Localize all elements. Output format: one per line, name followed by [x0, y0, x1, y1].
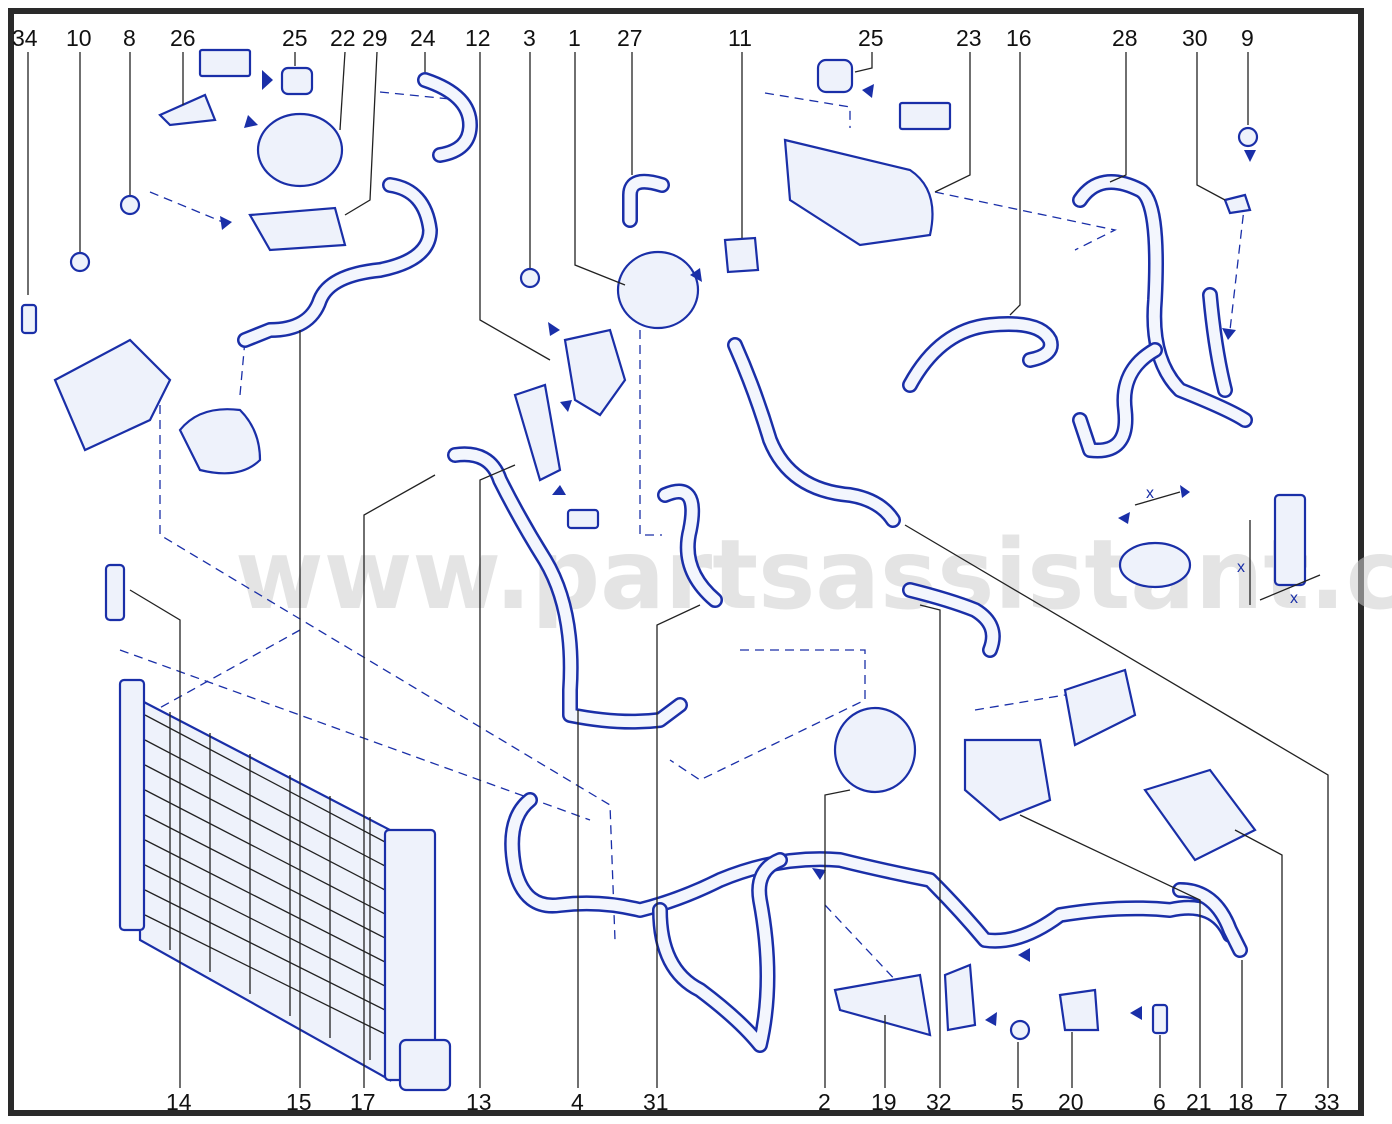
bracket-21 [963, 738, 1052, 822]
callouts-top: 34 10 8 26 25 22 29 24 12 3 1 27 11 25 2… [12, 25, 1254, 51]
cap-25-right [816, 58, 854, 94]
nut-10 [69, 251, 91, 273]
callout-11: 11 [728, 25, 752, 51]
callout-1: 1 [568, 25, 581, 51]
svg-text:x: x [1146, 485, 1154, 502]
callout-29: 29 [362, 25, 388, 51]
callout-2: 2 [818, 1089, 831, 1115]
callout-16: 16 [1006, 25, 1032, 51]
expansion-tank-22 [256, 112, 344, 188]
bracket-29 [248, 206, 347, 252]
callouts-bottom: 14 15 17 13 4 31 2 19 32 5 20 6 21 18 7 … [166, 1089, 1340, 1115]
callout-9: 9 [1241, 25, 1254, 51]
radiator-fins [144, 712, 386, 1060]
arrows [220, 70, 1256, 1026]
callout-25-right: 25 [858, 25, 884, 51]
hose-27 [622, 173, 670, 228]
seal-ring-left [198, 48, 252, 78]
callout-34: 34 [12, 25, 38, 51]
valve-21 [1063, 668, 1137, 747]
callout-13: 13 [466, 1089, 492, 1115]
callout-31: 31 [643, 1089, 669, 1115]
callout-30: 30 [1182, 25, 1208, 51]
parts [20, 48, 1307, 1041]
bracket-32 [943, 963, 977, 1032]
callout-15: 15 [286, 1089, 312, 1115]
callout-12: 12 [465, 25, 491, 51]
callout-18: 18 [1228, 1089, 1254, 1115]
callout-19: 19 [871, 1089, 897, 1115]
hose-lower-main [504, 792, 1238, 1053]
callout-27: 27 [617, 25, 643, 51]
callout-23: 23 [956, 25, 982, 51]
callout-28: 28 [1112, 25, 1138, 51]
hose-31 [657, 483, 723, 608]
dimension-labels: x x x [1134, 485, 1321, 607]
bolt-dimension-diagram [1273, 493, 1307, 587]
callout-7: 7 [1275, 1089, 1288, 1115]
callout-4: 4 [571, 1089, 584, 1115]
hose-18 [1172, 882, 1248, 958]
hose-24 [417, 72, 478, 163]
watermark: www.partsassistant.com [235, 519, 1392, 631]
cap-25-left [280, 66, 314, 96]
electric-pump-2 [833, 706, 917, 794]
callout-14: 14 [166, 1089, 192, 1115]
callout-21: 21 [1186, 1089, 1212, 1115]
bracket-20 [1058, 988, 1100, 1032]
connector-11 [723, 236, 760, 274]
callout-10: 10 [66, 25, 92, 51]
clip-30 [1223, 193, 1252, 215]
bolt-34 [20, 303, 38, 335]
callout-33: 33 [1314, 1089, 1340, 1115]
bracket-valve [513, 383, 562, 482]
bracket-26 [158, 93, 217, 127]
hose-28 [1072, 174, 1253, 459]
bolt-6 [1151, 1003, 1169, 1035]
callout-24: 24 [410, 25, 436, 51]
nut-dimension-diagram [1118, 541, 1192, 589]
callout-17: 17 [350, 1089, 376, 1115]
hose-16 [902, 316, 1059, 393]
svg-text:x: x [1290, 590, 1298, 607]
callout-32: 32 [926, 1089, 952, 1115]
leader-lines [27, 51, 1329, 1088]
callout-8: 8 [123, 25, 136, 51]
hoses [237, 72, 1253, 1053]
sensor-14 [104, 563, 126, 622]
valve-12 [563, 328, 627, 417]
callout-6: 6 [1153, 1089, 1166, 1115]
nut-9 [1237, 126, 1259, 148]
bracket-19 [833, 973, 932, 1037]
oil-cooler-7 [1143, 768, 1257, 862]
hose-13-4 [447, 446, 688, 730]
water-pump-left [178, 408, 262, 475]
seal-ring-right [898, 101, 952, 131]
electric-pump-1 [616, 250, 700, 330]
hose-32 [902, 582, 1001, 658]
radiator [118, 678, 452, 1092]
callout-3: 3 [523, 25, 536, 51]
expansion-tank-23 [783, 138, 934, 247]
callout-5: 5 [1011, 1089, 1024, 1115]
callout-20: 20 [1058, 1089, 1084, 1115]
callout-26: 26 [170, 25, 196, 51]
bracket-pump [53, 338, 172, 452]
callout-22: 22 [330, 25, 356, 51]
nut-3 [519, 267, 541, 289]
callout-25-left: 25 [282, 25, 308, 51]
hose-33 [727, 337, 901, 528]
hose-15 [237, 177, 438, 348]
nut-8 [119, 194, 141, 216]
svg-text:x: x [1237, 559, 1245, 576]
nut-5 [1009, 1019, 1031, 1041]
bolt-valve [566, 508, 600, 530]
